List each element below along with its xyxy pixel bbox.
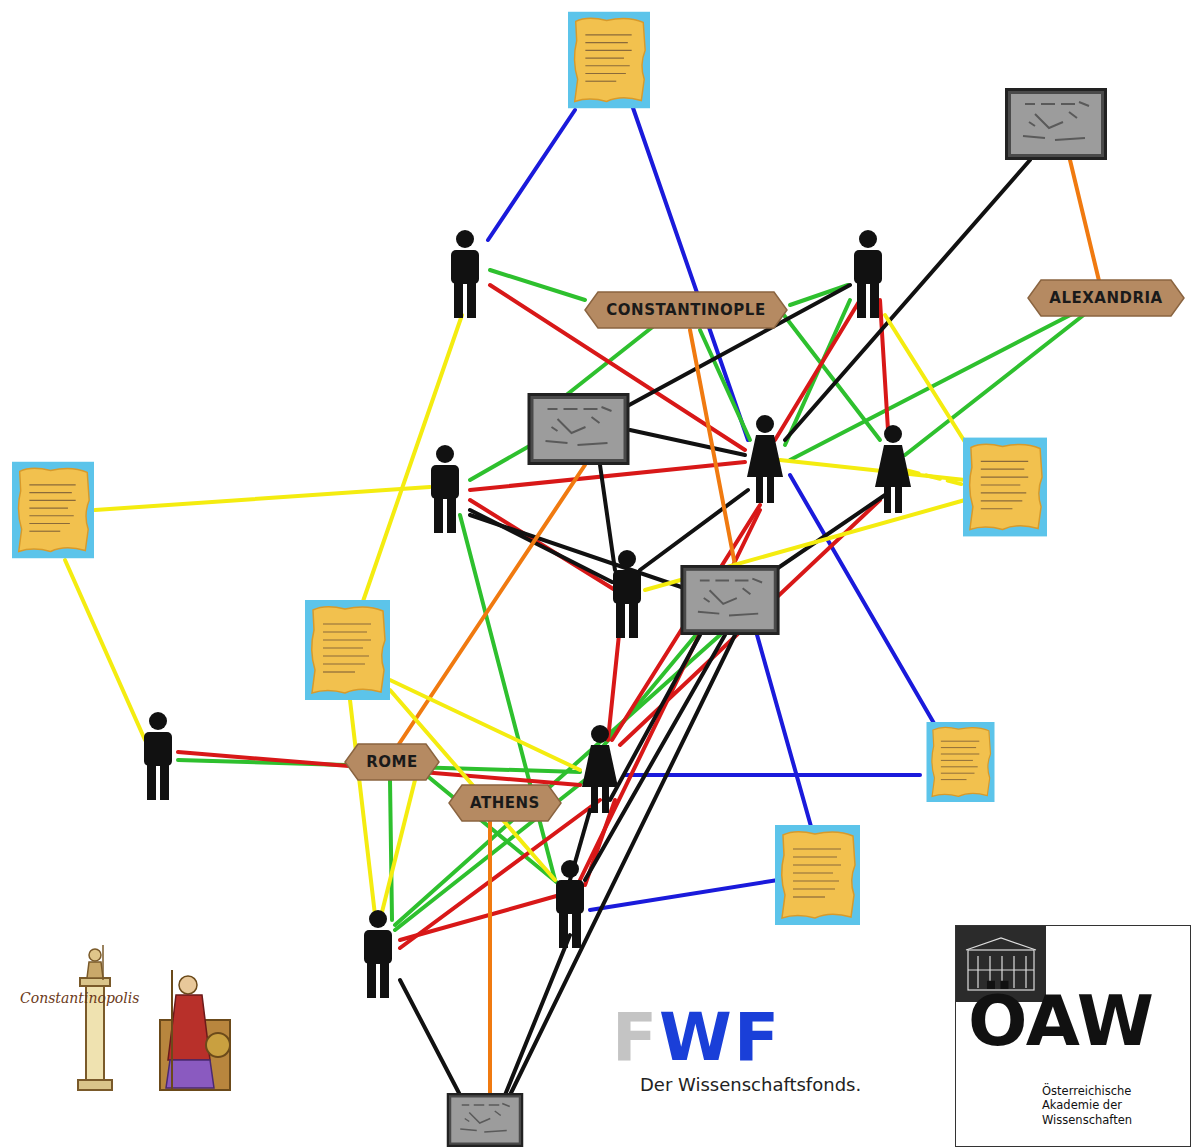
connection-line: [630, 430, 745, 455]
logo-name: Österreichische Akademie der Wissenschaf…: [1042, 1084, 1184, 1127]
woman-icon: [747, 415, 783, 503]
city-hexagon: CONSTANTINOPLE: [584, 291, 788, 329]
hexagon-outline: [585, 292, 787, 328]
papyrus-document: [12, 462, 94, 558]
connection-line: [350, 700, 375, 915]
connection-line: [380, 780, 415, 920]
papyrus-document: [775, 825, 860, 925]
connection-line: [690, 330, 735, 565]
connection-line: [400, 800, 600, 948]
connection-line: [505, 935, 570, 1095]
hexagon-outline: [1028, 280, 1184, 316]
connection-line: [1070, 160, 1100, 285]
connection-line: [470, 462, 745, 490]
person-icon: [854, 230, 882, 318]
connection-line: [600, 465, 615, 570]
connection-line: [390, 780, 392, 920]
logo-acronym: ÖAW: [968, 986, 1154, 1056]
connection-line: [750, 610, 812, 830]
city-hexagon: ROME: [344, 743, 440, 781]
connection-line: [400, 895, 560, 940]
person-icon: [144, 712, 172, 800]
papyrus-document: [305, 600, 390, 700]
connection-line: [65, 560, 145, 740]
connection-line: [470, 500, 615, 590]
city-hexagon: ATHENS: [448, 784, 562, 822]
person-icon: [556, 860, 584, 948]
connection-line: [590, 880, 778, 910]
connection-line: [95, 487, 430, 510]
constantinopolis-miniature: [78, 945, 230, 1090]
connection-line: [360, 315, 462, 610]
papyrus-document: [568, 12, 650, 108]
connection-line: [400, 980, 460, 1095]
connection-line: [608, 625, 620, 740]
connection-line: [488, 110, 575, 240]
city-name: ROME: [344, 743, 440, 781]
woman-icon: [582, 725, 618, 813]
funder-name: Der Wissenschaftsfonds.: [640, 1074, 861, 1095]
city-name: CONSTANTINOPLE: [584, 291, 788, 329]
connection-line: [905, 470, 965, 485]
woman-icon: [875, 425, 911, 513]
person-icon: [451, 230, 479, 318]
inscription-stone: [448, 1094, 522, 1146]
inscription-stone: [1007, 90, 1106, 159]
city-hexagon: ALEXANDRIA: [1027, 279, 1185, 317]
connection-line: [470, 515, 690, 590]
papyrus-document: [963, 438, 1047, 537]
connection-line: [395, 465, 585, 750]
papyrus-document: [927, 722, 995, 802]
connection-line: [905, 310, 1090, 455]
connection-line: [610, 635, 700, 800]
hexagon-outline: [345, 744, 439, 780]
city-name: ALEXANDRIA: [1027, 279, 1185, 317]
funder-logo: FWF: [612, 1005, 781, 1071]
miniature-inscription: Constantinopolis: [20, 990, 139, 1006]
inscription-stone: [529, 395, 628, 464]
person-icon: [613, 550, 641, 638]
person-icon: [364, 910, 392, 998]
hexagon-outline: [449, 785, 561, 821]
city-name: ATHENS: [448, 784, 562, 822]
person-icon: [431, 445, 459, 533]
connection-line: [488, 820, 492, 1093]
connection-line: [775, 495, 885, 570]
academy-logo-box: ÖAW Österreichische Akademie der Wissensc…: [955, 925, 1191, 1147]
inscription-stone: [682, 566, 778, 633]
